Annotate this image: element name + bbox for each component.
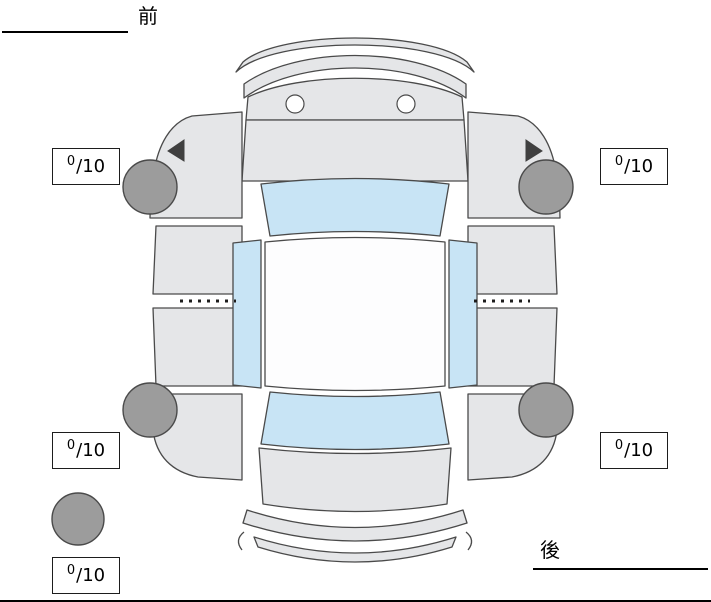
tire-front-right-icon <box>518 159 574 215</box>
left-rear-door-flap <box>152 307 243 387</box>
front-label: 前 <box>138 4 158 28</box>
rear-right-corner-hook <box>465 531 473 551</box>
right-headlamp-icon <box>396 94 416 114</box>
left-side-window <box>232 239 262 389</box>
tire-score-spare: 0/10 <box>52 557 120 594</box>
right-rear-door-flap <box>467 307 558 387</box>
rear-bumper <box>242 509 468 542</box>
left-headlamp-icon <box>285 94 305 114</box>
tire-rear-right-icon <box>518 382 574 438</box>
front-label-underline <box>2 31 128 33</box>
tire-score-value: 0 <box>614 438 624 453</box>
tire-front-left-icon <box>122 159 178 215</box>
tire-score-rear-right: 0/10 <box>600 432 668 469</box>
hood <box>241 119 469 182</box>
spare-tire-icon <box>51 492 105 546</box>
right-front-door-flap <box>467 225 558 295</box>
roof <box>264 236 446 392</box>
rear-left-corner-hook <box>237 531 245 551</box>
tire-rear-left-icon <box>122 382 178 438</box>
tire-score-max: /10 <box>624 156 654 177</box>
tire-score-value: 0 <box>66 438 76 453</box>
tire-score-rear-left: 0/10 <box>52 432 120 469</box>
tire-score-max: /10 <box>624 440 654 461</box>
tire-score-value: 0 <box>66 154 76 169</box>
tire-score-max: /10 <box>76 565 106 586</box>
tire-score-value: 0 <box>614 154 624 169</box>
rear-label-underline <box>533 568 708 570</box>
front-bumper <box>243 54 467 99</box>
right-side-window <box>448 239 478 389</box>
rear-label: 後 <box>540 538 560 562</box>
windshield <box>260 177 450 237</box>
tire-score-value: 0 <box>66 563 76 578</box>
front-panel <box>245 77 465 121</box>
front-roof-strip <box>235 37 475 73</box>
right-mirror-icon <box>525 139 543 162</box>
tire-score-max: /10 <box>76 156 106 177</box>
rear-window <box>260 391 450 451</box>
tire-score-max: /10 <box>76 440 106 461</box>
trunk <box>258 447 452 513</box>
rear-strip <box>253 536 457 563</box>
tire-score-front-left: 0/10 <box>52 148 120 185</box>
left-front-door-flap <box>152 225 243 295</box>
left-mirror-icon <box>167 139 185 162</box>
tire-score-front-right: 0/10 <box>600 148 668 185</box>
